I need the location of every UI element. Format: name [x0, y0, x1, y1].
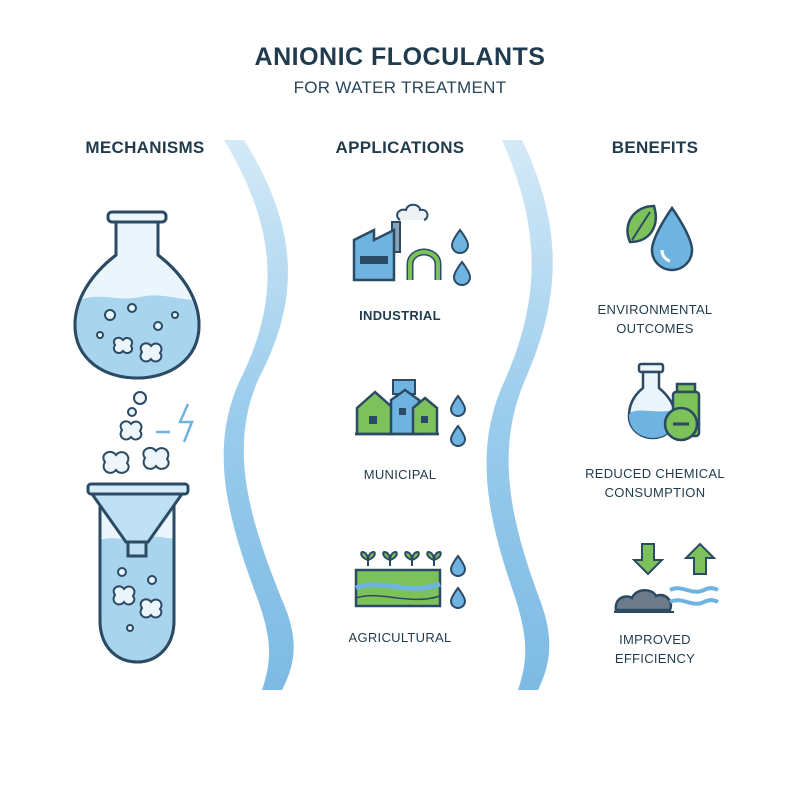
application-label-municipal: MUNICIPAL	[363, 467, 437, 482]
benefit-line-1: IMPROVED	[619, 632, 691, 647]
mechanisms-heading: MECHANISMS	[85, 138, 205, 157]
benefit-label-environmental: ENVIRONMENTAL OUTCOMES	[575, 300, 735, 338]
flask-icon	[73, 210, 201, 380]
houses-icon	[355, 379, 467, 447]
right-wave-divider	[486, 140, 553, 690]
floc-particles	[102, 391, 170, 474]
page-subtitle: FOR WATER TREATMENT	[293, 78, 507, 97]
leaf-drop-icon	[626, 204, 694, 272]
page-title: ANIONIC FLOCULANTS	[254, 43, 546, 71]
benefit-line-1: ENVIRONMENTAL	[597, 302, 713, 317]
benefit-line-2: EFFICIENCY	[614, 651, 696, 666]
farmland-icon	[354, 550, 467, 609]
benefit-line-2: OUTCOMES	[616, 321, 694, 336]
application-label-agricultural: AGRICULTURAL	[348, 630, 452, 645]
application-label-industrial: INDUSTRIAL	[359, 308, 441, 323]
benefits-heading: BENEFITS	[611, 138, 699, 157]
left-wave-divider	[223, 140, 294, 690]
benefit-line-1: REDUCED CHEMICAL	[585, 466, 725, 481]
benefit-line-2: CONSUMPTION	[604, 485, 706, 500]
flocculation-process-illustration	[73, 210, 201, 664]
sludge-arrows-icon	[614, 542, 719, 613]
charge-icon	[156, 403, 194, 443]
factory-icon	[352, 203, 472, 286]
benefit-label-improved-efficiency: IMPROVED EFFICIENCY	[575, 630, 735, 668]
chemical-bottles-icon	[627, 362, 701, 442]
applications-heading: APPLICATIONS	[335, 138, 465, 157]
settling-tube-icon	[86, 482, 190, 664]
benefit-label-reduced-chemical: REDUCED CHEMICAL CONSUMPTION	[575, 464, 735, 502]
